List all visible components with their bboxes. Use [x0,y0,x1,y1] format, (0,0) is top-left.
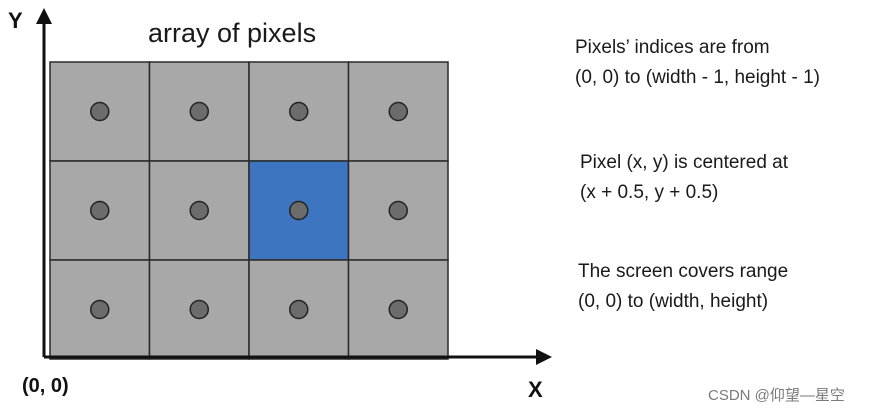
y-axis-label: Y [8,8,23,33]
pixel-center-dot [189,200,209,221]
pixel-center-dot [289,101,309,122]
pixel-center-dot [388,101,408,122]
origin-label: (0, 0) [22,375,69,397]
note-center-line1: Pixel (x, y) is centered at [580,152,789,173]
note-center-line2: (x + 0.5, y + 0.5) [580,182,719,203]
pixel-center-dot [189,299,209,320]
y-axis-arrowhead [36,8,52,24]
note-range: The screen covers range (0, 0) to (width… [578,257,788,317]
note-center: Pixel (x, y) is centered at (x + 0.5, y … [580,148,788,208]
note-range-line1: The screen covers range [578,261,789,282]
diagram-title: array of pixels [148,18,317,48]
note-indices-line2: (0, 0) to (width - 1, height - 1) [575,67,820,88]
pixel-center-dot [90,101,110,122]
pixel-cell [347,160,449,261]
pixel-center-dot [388,299,408,320]
pixel-center-dot [388,200,408,221]
pixel-center-dot [90,200,110,221]
x-axis-arrowhead [536,349,552,365]
pixel-center-dot [90,299,110,320]
pixel-center-dot [289,200,309,221]
watermark: CSDN @仰望—星空 [708,387,845,404]
x-axis-label: X [528,377,543,402]
note-indices: Pixels’ indices are from (0, 0) to (widt… [575,33,820,93]
pixel-center-dot [289,299,309,320]
pixel-center-dot [189,101,209,122]
note-indices-line1: Pixels’ indices are from [575,37,770,58]
note-range-line2: (0, 0) to (width, height) [578,291,769,312]
